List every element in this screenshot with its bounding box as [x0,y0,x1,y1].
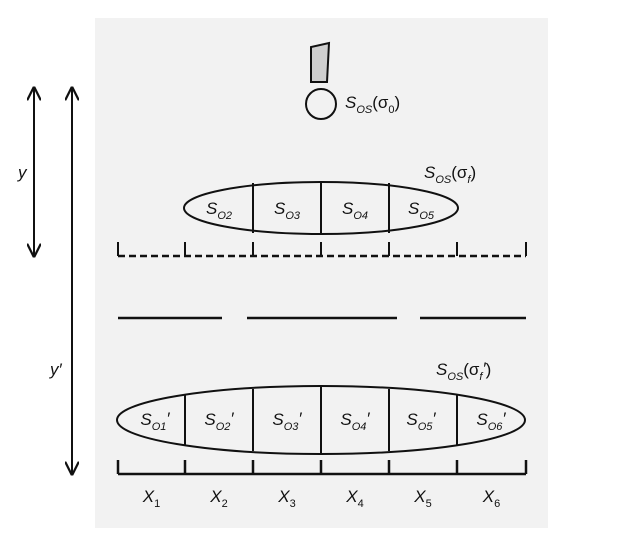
x-interval-label: X2 [209,487,227,510]
x-interval-label: X4 [345,487,363,510]
x-interval-label: X6 [482,487,500,510]
lower-cell-label: SO4′ [340,409,370,433]
upper-cell-label: SO3 [274,199,301,222]
y-label: y [17,163,28,182]
lower-cell-label: SO5′ [406,409,436,433]
x-interval-label: X1 [142,487,160,510]
upper-cell-label: SO5 [408,199,435,222]
lower-cell-label: SO1′ [140,409,170,433]
lower-ellipse-label: SOS(σf′) [436,359,491,383]
y-prime-label: y′ [49,360,63,379]
source-label: SOS(σ0) [345,93,400,116]
x-interval-label: X3 [277,487,295,510]
x-interval-label: X5 [413,487,431,510]
lower-cell-label: SO3′ [272,409,302,433]
lower-cell-label: SO2′ [204,409,234,433]
upper-cell-label: SO2 [206,199,232,222]
upper-cell-label: SO4 [342,199,368,222]
lower-cell-label: SO6′ [476,409,506,433]
upper-ellipse-label: SOS(σf) [424,163,476,186]
probe-tip-icon [310,41,331,83]
source-circle [305,88,337,120]
